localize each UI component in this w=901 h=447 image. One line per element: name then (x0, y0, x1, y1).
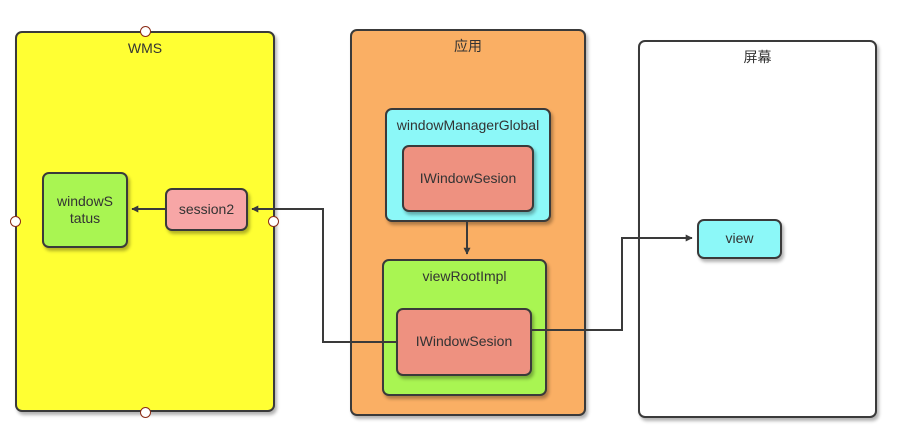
node-wmg-iwindowsesion[interactable]: IWindowSesion (402, 145, 534, 212)
node-view-root-impl-label: viewRootImpl (422, 268, 507, 284)
node-vri-iwindowsesion[interactable]: IWindowSesion (396, 308, 532, 376)
node-window-status[interactable]: windowS tatus (42, 172, 128, 248)
node-window-status-label: windowS tatus (56, 192, 114, 227)
node-vri-iwindowsesion-label: IWindowSesion (415, 333, 513, 350)
node-view[interactable]: view (697, 219, 782, 259)
node-view-label: view (725, 230, 754, 247)
session2-handle-right[interactable] (267, 215, 279, 227)
node-screen-label: 屏幕 (743, 49, 772, 65)
node-app-label: 应用 (454, 38, 482, 54)
node-wmg-iwindowsesion-label: IWindowSesion (419, 169, 517, 186)
wms-handle-bottom[interactable] (139, 406, 151, 418)
node-wms-label: WMS (127, 40, 163, 56)
node-session2-label: session2 (178, 200, 235, 217)
node-session2[interactable]: session2 (165, 188, 248, 231)
wms-handle-top[interactable] (139, 25, 151, 37)
node-window-manager-global-label: windowManagerGlobal (396, 117, 540, 133)
wms-handle-left[interactable] (9, 215, 21, 227)
